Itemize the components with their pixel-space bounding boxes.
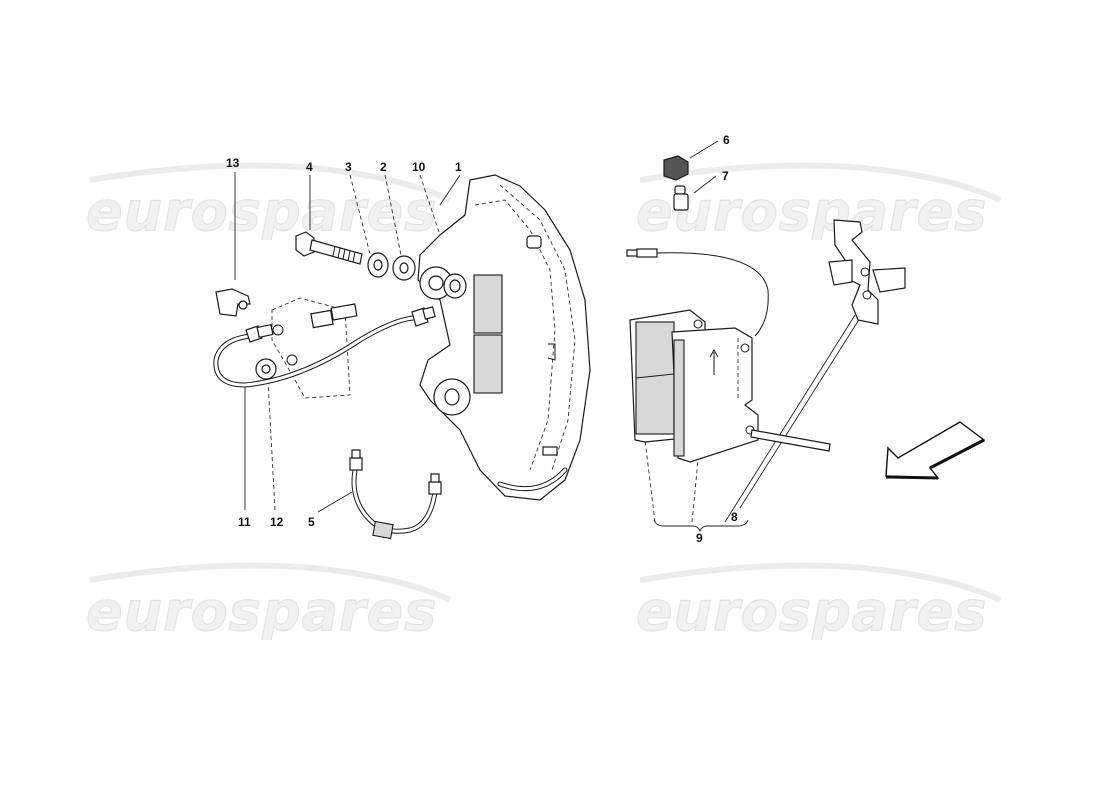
part-3-lock-washer: [367, 252, 389, 278]
part-6-bleed-screw-cap: [663, 155, 689, 181]
callout-1: 1: [455, 160, 462, 174]
watermark-bottom-left: eurospares: [85, 562, 452, 640]
part-13-union-bracket: [215, 288, 251, 317]
callout-7: 7: [722, 169, 729, 183]
callout-2: 2: [380, 160, 387, 174]
part-5-flexible-hose: [349, 449, 442, 540]
svg-text:eurospares: eurospares: [86, 180, 437, 240]
caliper-bridge-plate: [271, 297, 351, 399]
callout-3: 3: [345, 160, 352, 174]
callout-12: 12: [270, 515, 284, 529]
watermark-top-right: eurospares: [635, 162, 1002, 240]
part-8-pad-retaining-spring: [828, 219, 906, 325]
leader-lines: [234, 140, 861, 533]
part-7-bleed-screw: [673, 185, 689, 211]
callout-11: 11: [238, 515, 251, 529]
part-2-flat-washer: [392, 255, 416, 281]
direction-arrow-icon: [885, 421, 986, 480]
part-11-brake-pipe: [213, 303, 436, 388]
svg-text:eurospares: eurospares: [636, 180, 987, 240]
callout-4: 4: [306, 160, 313, 174]
callout-6: 6: [723, 133, 730, 147]
svg-text:eurospares: eurospares: [86, 580, 437, 640]
part-4-caliper-bolt: [295, 231, 363, 265]
callout-10: 10: [412, 160, 426, 174]
callout-13: 13: [226, 156, 240, 170]
part-9-brake-pad-set: [629, 309, 831, 463]
svg-text:eurospares: eurospares: [636, 580, 987, 640]
part-12-grommet: [255, 358, 277, 380]
watermark-top-left: eurospares: [85, 162, 452, 240]
callout-5: 5: [308, 515, 315, 529]
pad-wear-sensor-wire: [626, 248, 769, 337]
callout-9: 9: [696, 531, 703, 545]
part-1-brake-caliper: [417, 174, 591, 501]
watermark-bottom-right: eurospares: [635, 562, 1002, 640]
callout-8: 8: [731, 510, 738, 524]
